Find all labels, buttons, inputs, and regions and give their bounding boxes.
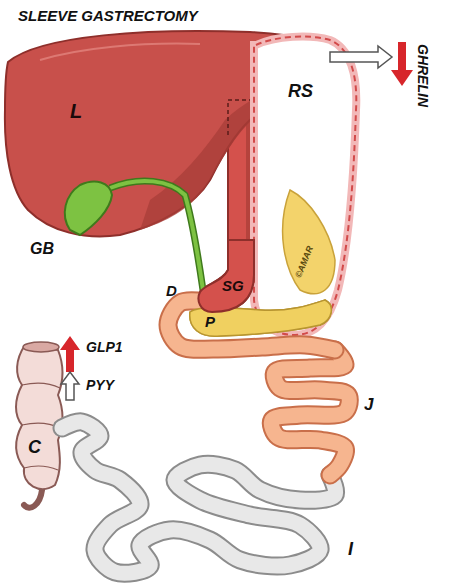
open-arrow [330,46,392,68]
colon-opening [23,342,59,352]
organ-label: D [166,283,177,300]
decrease-arrow [391,42,413,86]
sleeve-stomach-front [199,240,255,312]
hormone-label: PYY [86,378,114,393]
open-up-arrow [61,372,79,400]
diagram-title: SLEEVE GASTRECTOMY [18,8,198,25]
duodenum-outline [168,301,335,350]
organ-label: SG [222,278,244,295]
omentum [283,190,335,294]
resected-stomach [254,37,356,335]
jejunum-outline [271,350,349,475]
organ-label: GB [30,240,54,258]
organ-label: L [70,100,82,122]
increase-arrow [60,336,80,372]
jejunum [271,350,349,475]
appendix [24,490,42,508]
gallbladder [65,182,112,235]
hormone-label: GLP1 [86,340,123,355]
organ-label: RS [288,82,313,102]
duodenum [168,301,335,350]
organ-label: P [205,314,215,331]
organ-label: C [28,438,41,458]
colon [16,345,63,489]
hormone-label: GHRELIN [415,44,430,107]
bile-duct-fill [110,181,205,304]
bile-duct [110,181,205,304]
liver-fissure [40,44,200,60]
resected-stomach-outline [254,37,356,335]
organ-label: I [348,540,353,560]
organ-label: J [364,396,373,415]
